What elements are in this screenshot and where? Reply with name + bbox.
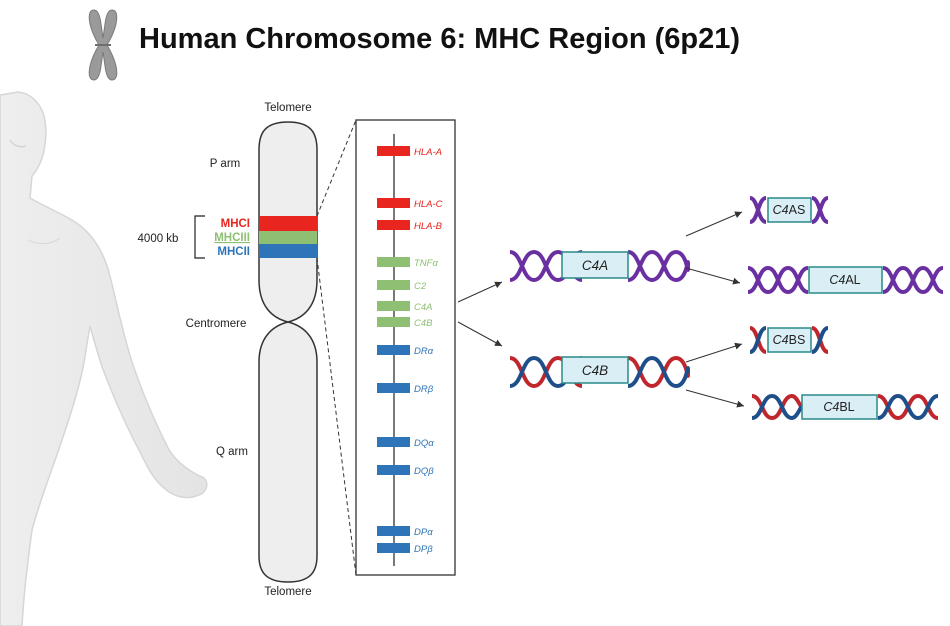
zoom-gene-label: DQβ xyxy=(414,466,434,477)
chromosome-q-arm xyxy=(258,321,318,583)
c4as-gene-label: C4AS xyxy=(773,203,806,217)
zoom-gene-label: DQα xyxy=(414,438,434,449)
zoom-gene-bar xyxy=(377,198,410,208)
zoom-gene-label: C4A xyxy=(414,302,432,313)
arrow-to-c4b xyxy=(457,321,503,347)
c4as-gene-box xyxy=(767,197,812,223)
c4a-gene-label: C4A xyxy=(582,258,608,273)
arrow-to-c4bl xyxy=(685,389,745,408)
arrow-to-c4a xyxy=(457,281,503,303)
zoom-gene-label: C4B xyxy=(414,318,433,329)
zoom-gene-bar xyxy=(377,383,410,393)
q-arm-label: Q arm xyxy=(216,446,248,458)
zoom-line-bottom xyxy=(316,257,357,576)
c4bl-gene-label: C4BL xyxy=(823,400,854,414)
zoom-gene-label: HLA-C xyxy=(414,199,443,210)
zoom-gene-bar xyxy=(377,345,410,355)
telomere-bottom-label: Telomere xyxy=(264,586,311,598)
c4bl-dna: C4BL xyxy=(751,393,939,421)
arrow-to-c4al xyxy=(685,267,741,285)
mhc1-band xyxy=(259,216,317,231)
zoom-gene-bar xyxy=(377,301,410,311)
c4al-gene-label: C4AL xyxy=(829,273,860,287)
zoom-gene-bar xyxy=(377,465,410,475)
c4b-dna: C4B xyxy=(509,355,690,389)
telomere-top-label: Telomere xyxy=(264,102,311,114)
zoom-gene-bar xyxy=(377,280,410,290)
size-label: 4000 kb xyxy=(138,233,179,245)
human-body-illustration xyxy=(0,91,208,626)
chromosome-icon xyxy=(88,9,118,81)
arrow-to-c4bs xyxy=(685,342,743,363)
c4bs-gene-box xyxy=(767,327,812,353)
zoom-line-top xyxy=(316,119,357,217)
zoom-gene-bar xyxy=(377,526,410,536)
c4b-gene-label: C4B xyxy=(582,363,608,378)
p-arm-label: P arm xyxy=(210,158,240,170)
c4bl-gene-box xyxy=(801,394,878,420)
zoom-gene-label: HLA-B xyxy=(414,221,443,232)
c4al-dna: C4AL xyxy=(747,265,944,295)
zoom-gene-label: HLA-A xyxy=(414,147,442,158)
zoom-gene-bar xyxy=(377,317,410,327)
zoom-gene-bar xyxy=(377,146,410,156)
centromere-label: Centromere xyxy=(186,318,247,330)
c4as-dna: C4AS xyxy=(749,196,829,224)
region-bracket xyxy=(194,215,205,259)
c4a-gene-box xyxy=(561,251,629,279)
mhc3-label: MHCIII xyxy=(214,232,250,244)
arrow-to-c4as xyxy=(685,211,743,237)
c4bs-dna: C4BS xyxy=(749,326,829,354)
zoom-gene-label: DPβ xyxy=(414,544,433,555)
zoom-gene-bar xyxy=(377,437,410,447)
zoom-gene-label: DRβ xyxy=(414,384,434,395)
zoom-gene-bar xyxy=(377,543,410,553)
c4al-gene-box xyxy=(808,266,883,294)
c4a-dna: C4A xyxy=(509,249,690,283)
c4bs-gene-label: C4BS xyxy=(773,333,806,347)
c4b-gene-box xyxy=(561,356,629,384)
page-title: Human Chromosome 6: MHC Region (6p21) xyxy=(139,23,740,55)
zoom-gene-bar xyxy=(377,220,410,230)
zoom-gene-label: TNFα xyxy=(414,258,438,269)
chromosome-6 xyxy=(258,121,318,583)
zoom-gene-label: DRα xyxy=(414,346,434,357)
mhc1-label: MHCI xyxy=(221,218,250,230)
zoom-gene-label: DPα xyxy=(414,527,433,538)
zoom-gene-label: C2 xyxy=(414,281,427,292)
zoom-gene-bar xyxy=(377,257,410,267)
mhc2-band xyxy=(259,244,317,258)
mhc2-label: MHCII xyxy=(217,246,250,258)
mhc3-band xyxy=(259,231,317,244)
